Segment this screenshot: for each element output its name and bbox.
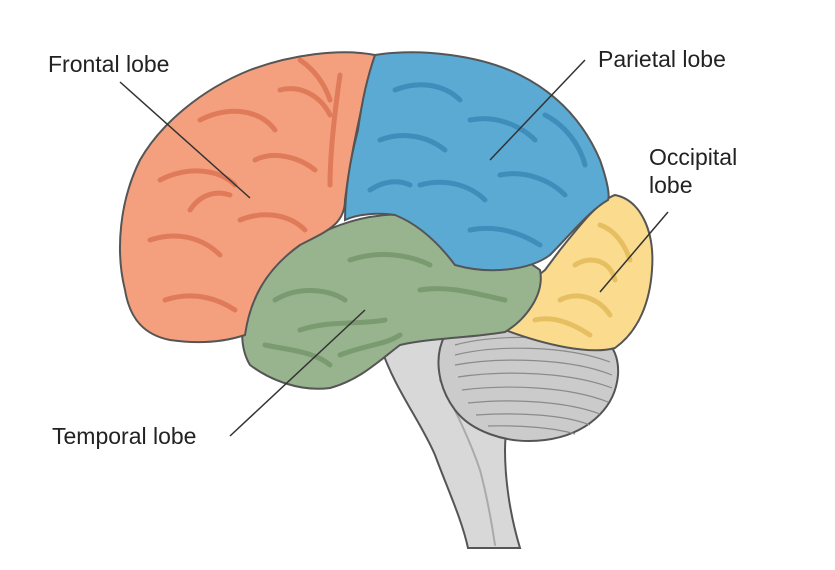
cerebellum [437, 319, 620, 442]
parietal-lobe [343, 51, 610, 272]
parietal-leader-line [489, 59, 586, 161]
frontal-lobe-label: Frontal lobe [48, 51, 170, 77]
temporal-lobe-label: Temporal lobe [52, 423, 197, 449]
frontal-leader-line [119, 81, 251, 199]
parietal-lobe-label: Parietal lobe [598, 46, 726, 72]
occipital-label-line1: Occipital [649, 144, 738, 170]
temporal-leader-line [229, 309, 366, 437]
occipital-lobe-label: Occipital lobe [649, 143, 769, 199]
occipital-leader-line [599, 211, 669, 293]
frontal-lobe [119, 51, 377, 344]
occipital-label-line2: lobe [649, 172, 693, 198]
